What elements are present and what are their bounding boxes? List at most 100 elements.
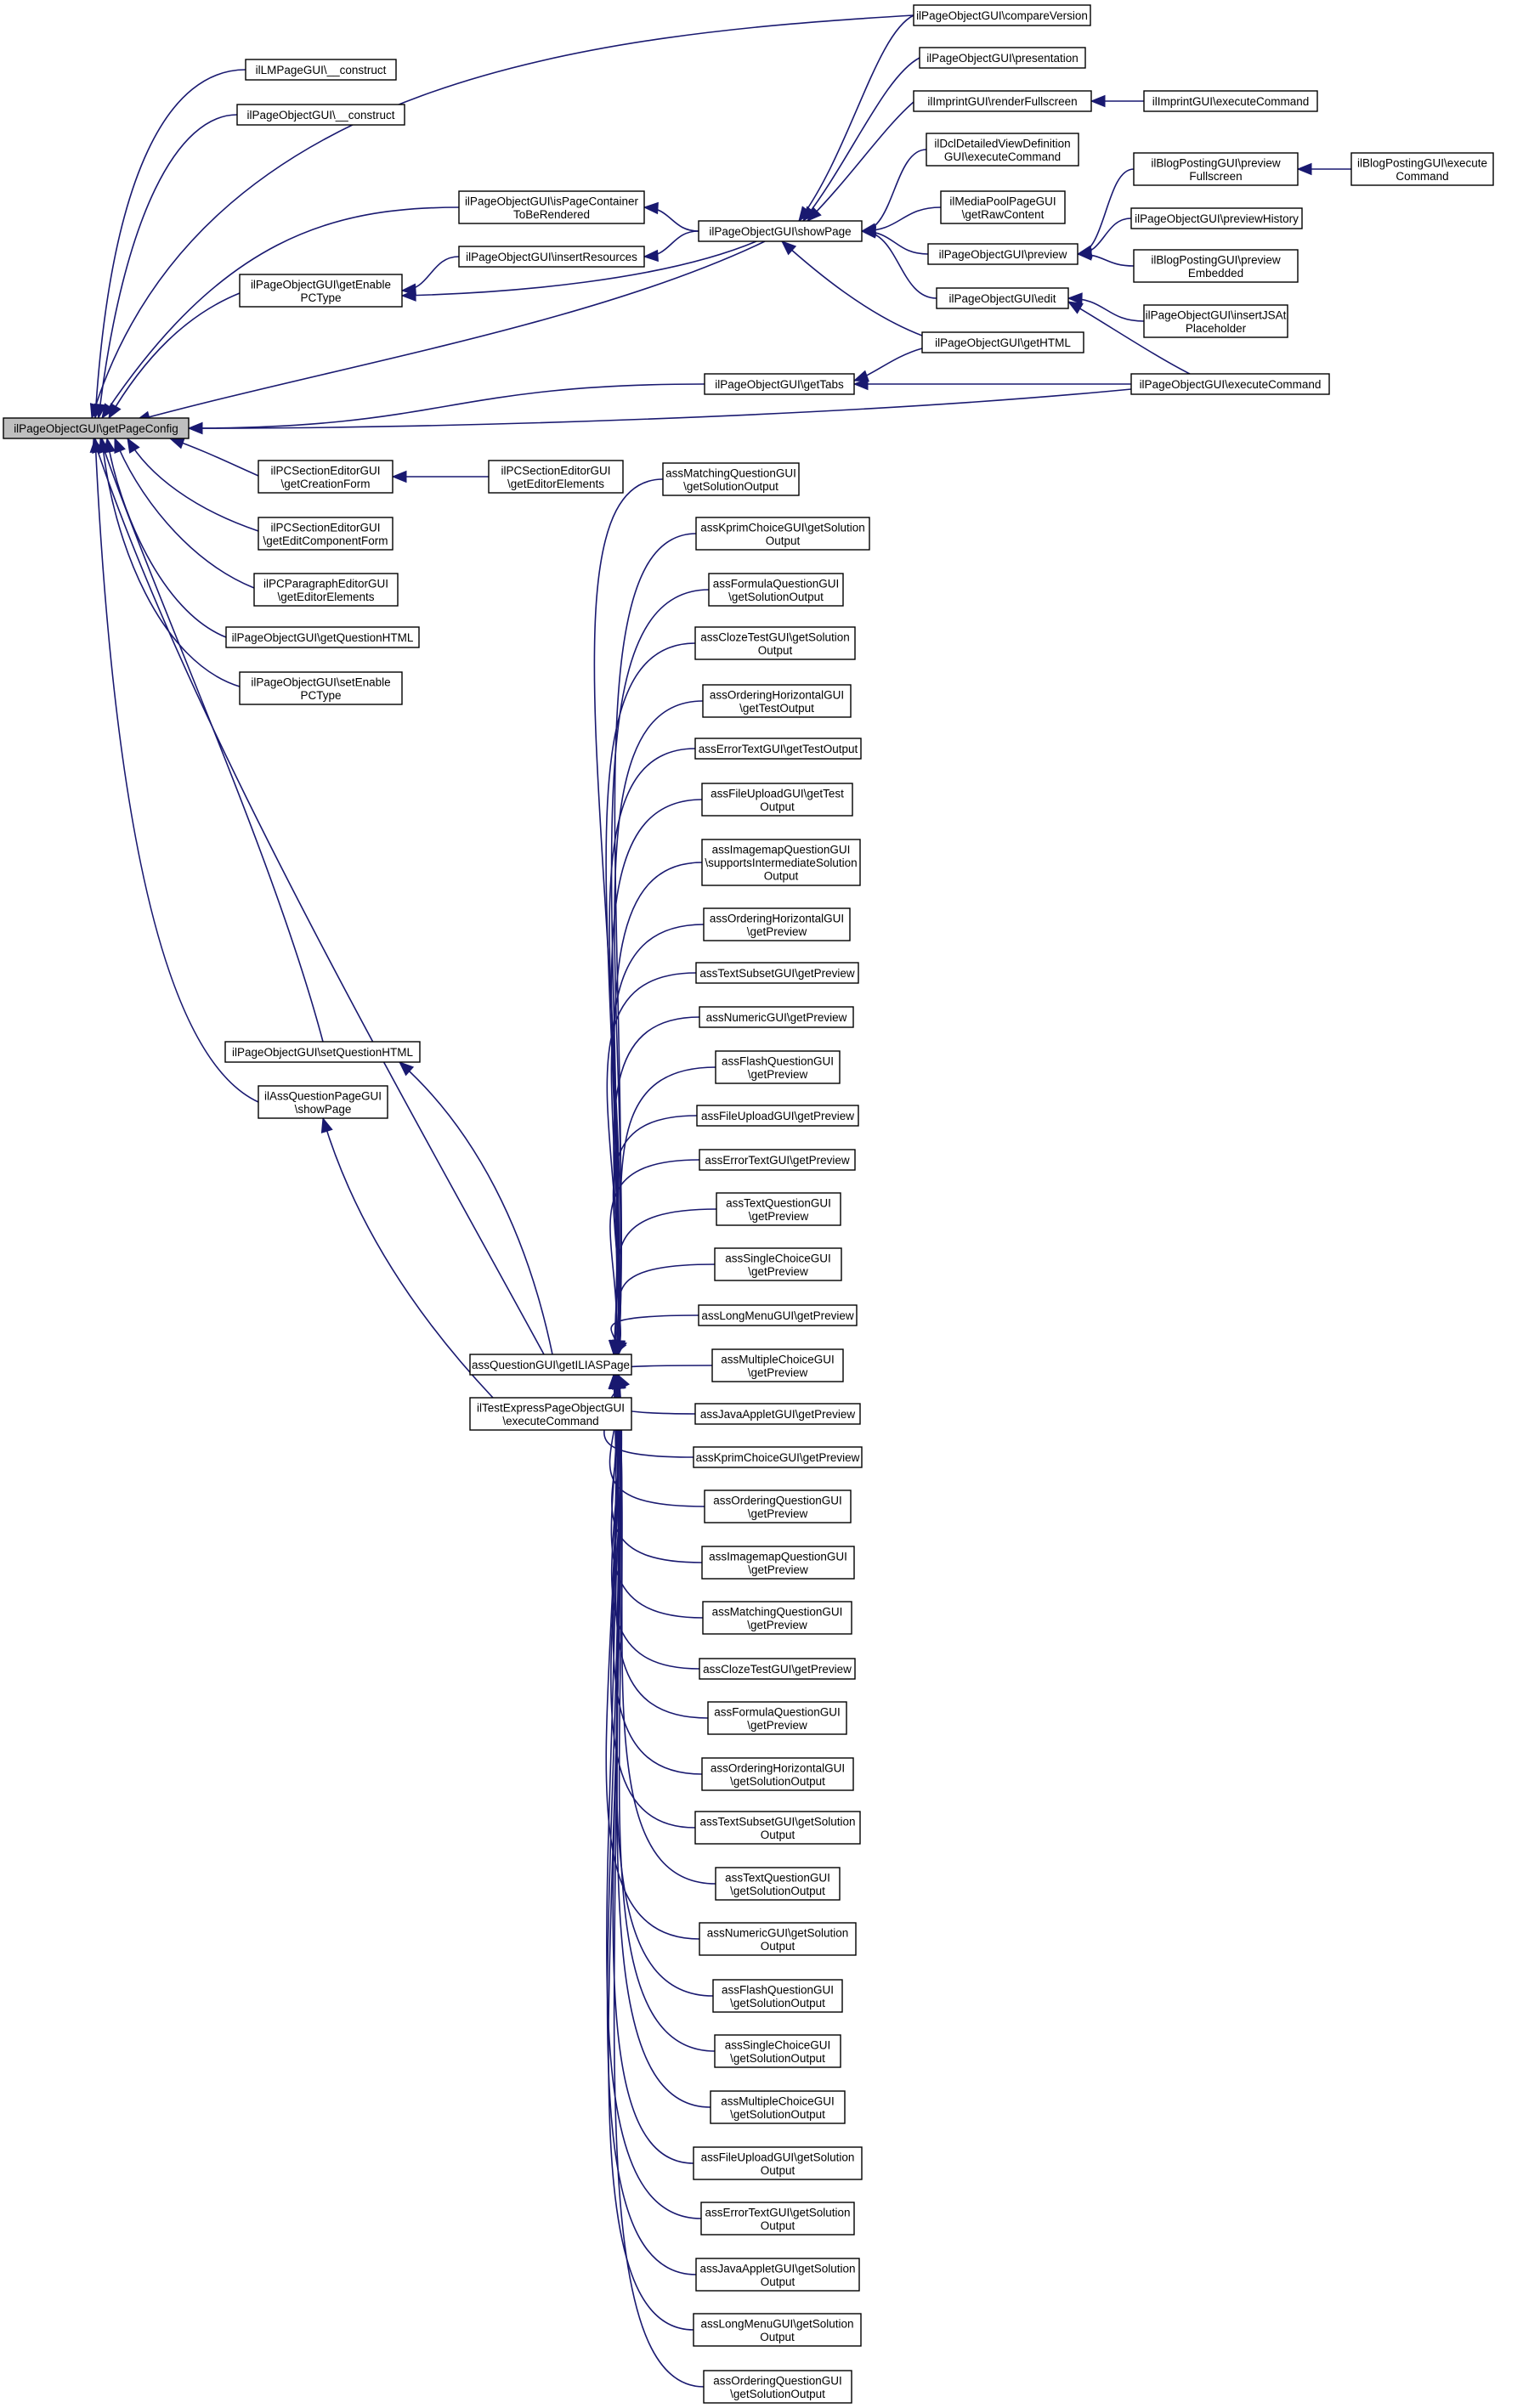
node-getQuestionHTML[interactable]: ilPageObjectGUI\getQuestionHTML: [225, 626, 420, 648]
node-r26[interactable]: assOrderingHorizontalGUI\getSolutionOutp…: [701, 1757, 854, 1791]
node-r35[interactable]: assJavaAppletGUI\getSolutionOutput: [695, 2258, 860, 2292]
node-label-line: \getEditComponentForm: [263, 534, 388, 547]
node-r21[interactable]: assOrderingQuestionGUI\getPreview: [704, 1489, 852, 1523]
node-lmConstruct[interactable]: ilLMPageGUI\__construct: [245, 59, 397, 81]
edge-getILIASPage-to-setQuestionHTML: [399, 1061, 553, 1355]
node-insertResources[interactable]: ilPageObjectGUI\insertResources: [458, 246, 645, 268]
node-r29[interactable]: assNumericGUI\getSolutionOutput: [699, 1922, 857, 1956]
node-r2[interactable]: assKprimChoiceGUI\getSolutionOutput: [695, 517, 870, 551]
node-renderFullscreen[interactable]: ilImprintGUI\renderFullscreen: [913, 90, 1092, 112]
node-compareVersion[interactable]: ilPageObjectGUI\compareVersion: [913, 4, 1091, 26]
node-previewHistory[interactable]: ilPageObjectGUI\previewHistory: [1130, 207, 1303, 229]
node-getILIASPage[interactable]: assQuestionGUI\getILIASPage: [469, 1354, 632, 1376]
node-mediaPool[interactable]: ilMediaPoolPageGUI\getRawContent: [940, 190, 1066, 224]
node-r24[interactable]: assClozeTestGUI\getPreview: [699, 1658, 856, 1680]
node-getTabs[interactable]: ilPageObjectGUI\getTabs: [704, 373, 855, 395]
node-box: [693, 1446, 863, 1468]
node-r1[interactable]: assMatchingQuestionGUI\getSolutionOutput: [662, 462, 800, 496]
node-r32[interactable]: assMultipleChoiceGUI\getSolutionOutput: [710, 2090, 846, 2124]
node-r34[interactable]: assErrorTextGUI\getSolutionOutput: [700, 2202, 855, 2236]
node-box: [708, 573, 844, 607]
node-blogExec[interactable]: ilBlogPostingGUI\executeCommand: [1350, 152, 1494, 186]
node-pcParaEditorEl[interactable]: ilPCParagraphEditorGUI\getEditorElements: [253, 573, 399, 607]
node-preview[interactable]: ilPageObjectGUI\preview: [927, 243, 1079, 265]
node-r4[interactable]: assClozeTestGUI\getSolutionOutput: [694, 626, 856, 660]
node-r9[interactable]: assOrderingHorizontalGUI\getPreview: [703, 907, 851, 941]
node-imprintExec[interactable]: ilImprintGUI\executeCommand: [1143, 90, 1318, 112]
node-r37[interactable]: assOrderingQuestionGUI\getSolutionOutput: [703, 2370, 852, 2404]
node-box: [693, 2146, 863, 2180]
node-label-line: assImagemapQuestionGUI: [712, 844, 851, 856]
node-r20[interactable]: assKprimChoiceGUI\getPreview: [693, 1446, 863, 1468]
node-r11[interactable]: assNumericGUI\getPreview: [699, 1006, 854, 1028]
node-label-line: assErrorTextGUI\getTestOutput: [699, 743, 858, 755]
node-r33[interactable]: assFileUploadGUI\getSolutionOutput: [693, 2146, 863, 2180]
node-box: [224, 1041, 421, 1063]
node-r17[interactable]: assLongMenuGUI\getPreview: [698, 1304, 858, 1326]
node-label-line: \getPreview: [747, 1619, 807, 1631]
node-edit[interactable]: ilPageObjectGUI\edit: [936, 287, 1069, 309]
node-label-line: ilBlogPostingGUI\execute: [1357, 156, 1487, 169]
node-box: [913, 4, 1091, 26]
node-poExec[interactable]: ilPageObjectGUI\executeCommand: [1130, 373, 1330, 395]
node-label-line: assFlashQuestionGUI: [722, 1983, 834, 1996]
node-label-line: \getPreview: [748, 1068, 808, 1081]
node-r27[interactable]: assTextSubsetGUI\getSolutionOutput: [694, 1811, 861, 1845]
arrowhead: [781, 240, 797, 256]
node-getCreationForm[interactable]: ilPCSectionEditorGUI\getCreationForm: [258, 460, 393, 494]
node-r7[interactable]: assFileUploadGUI\getTestOutput: [701, 783, 853, 817]
edge-blogPreviewFull-to-preview: [1077, 168, 1135, 255]
node-label-line: ilTestExpressPageObjectGUI: [477, 1401, 625, 1414]
node-showPage[interactable]: ilPageObjectGUI\showPage: [698, 220, 863, 242]
node-box: [919, 47, 1086, 69]
node-label-line: \getSolutionOutput: [730, 2052, 825, 2065]
node-getHTML[interactable]: ilPageObjectGUI\getHTML: [921, 331, 1084, 353]
node-r22[interactable]: assImagemapQuestionGUI\getPreview: [701, 1546, 855, 1580]
node-label-line: ilMediaPoolPageGUI: [949, 195, 1056, 207]
node-r16[interactable]: assSingleChoiceGUI\getPreview: [714, 1247, 842, 1281]
node-r31[interactable]: assSingleChoiceGUI\getSolutionOutput: [714, 2034, 841, 2068]
node-r12[interactable]: assFlashQuestionGUI\getPreview: [715, 1050, 841, 1084]
node-r10[interactable]: assTextSubsetGUI\getPreview: [695, 962, 859, 984]
node-getPageConfig[interactable]: ilPageObjectGUI\getPageConfig: [3, 417, 190, 439]
node-r23[interactable]: assMatchingQuestionGUI\getPreview: [702, 1601, 852, 1635]
node-presentation[interactable]: ilPageObjectGUI\presentation: [919, 47, 1086, 69]
node-r25[interactable]: assFormulaQuestionGUI\getPreview: [707, 1701, 847, 1735]
edge-getILIASPage-to-getPageConfig: [93, 438, 545, 1355]
node-r8[interactable]: assImagemapQuestionGUI\supportsIntermedi…: [701, 839, 861, 886]
node-isPageContainer[interactable]: ilPageObjectGUI\isPageContainerToBeRende…: [458, 190, 645, 224]
node-r36[interactable]: assLongMenuGUI\getSolutionOutput: [693, 2313, 862, 2347]
node-r13[interactable]: assFileUploadGUI\getPreview: [696, 1105, 859, 1127]
node-label-line: \executeCommand: [502, 1415, 598, 1427]
node-r18[interactable]: assMultipleChoiceGUI\getPreview: [711, 1348, 844, 1382]
node-dclExec[interactable]: ilDclDetailedViewDefinitionGUI\executeCo…: [926, 133, 1079, 167]
node-r14[interactable]: assErrorTextGUI\getPreview: [699, 1149, 856, 1171]
edge-getCreationForm-to-getPageConfig: [169, 438, 259, 477]
edge-r6-to-getILIASPage: [609, 748, 696, 1355]
node-poConstruct[interactable]: ilPageObjectGUI\__construct: [236, 104, 405, 126]
node-getEditComponentForm[interactable]: ilPCSectionEditorGUI\getEditComponentFor…: [258, 517, 393, 551]
node-r28[interactable]: assTextQuestionGUI\getSolutionOutput: [715, 1867, 841, 1901]
node-r6[interactable]: assErrorTextGUI\getTestOutput: [694, 738, 862, 760]
node-label-line: ilPageObjectGUI\setEnable: [251, 675, 390, 688]
node-label-line: ilPCSectionEditorGUI: [270, 464, 380, 477]
edge-showPage-to-getEnablePC: [401, 240, 757, 297]
node-label-line: ilPageObjectGUI\getPageConfig: [14, 422, 178, 435]
node-r3[interactable]: assFormulaQuestionGUI\getSolutionOutput: [708, 573, 844, 607]
node-assQPageShow[interactable]: ilAssQuestionPageGUI\showPage: [258, 1085, 388, 1119]
node-r15[interactable]: assTextQuestionGUI\getPreview: [716, 1192, 841, 1226]
node-testExpress[interactable]: ilTestExpressPageObjectGUI\executeComman…: [469, 1397, 632, 1431]
node-r5[interactable]: assOrderingHorizontalGUI\getTestOutput: [702, 684, 852, 718]
node-r19[interactable]: assJavaAppletGUI\getPreview: [694, 1403, 861, 1425]
node-setQuestionHTML[interactable]: ilPageObjectGUI\setQuestionHTML: [224, 1041, 421, 1063]
arrowhead: [89, 403, 102, 420]
node-box: [716, 1192, 841, 1226]
node-label-line: Output: [761, 2219, 795, 2232]
node-r30[interactable]: assFlashQuestionGUI\getSolutionOutput: [712, 1979, 843, 2013]
node-pcsGetEditorEl[interactable]: ilPCSectionEditorGUI\getEditorElements: [488, 460, 624, 494]
